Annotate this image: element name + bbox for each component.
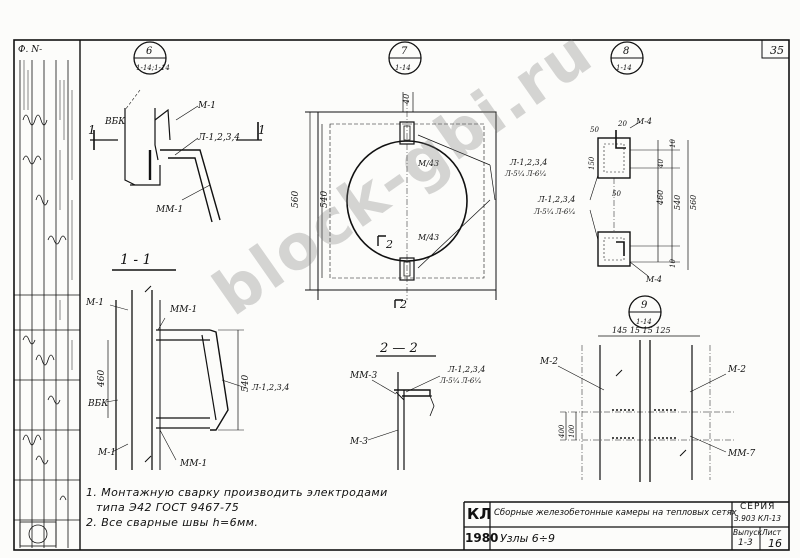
detail-8: 8 1-14 460 540 560 40 10 10 50 20 50 150… xyxy=(533,41,698,284)
detail-8-electrodes: Л-5¹⁄₄ Л-6¹⁄₄ xyxy=(533,208,575,216)
detail-7-weld-label: Л-1,2,3,4 xyxy=(509,158,547,167)
series-value: 3.903 КЛ-13 xyxy=(734,514,782,523)
detail-8-dim-560: 560 xyxy=(689,195,698,210)
detail-6-cut-mark-right: 1 xyxy=(258,123,266,137)
detail-7-dim-top: 40 xyxy=(402,94,411,105)
detail-9-ref: 1-14 xyxy=(636,318,652,326)
detail-8-dim-460: 460 xyxy=(656,190,665,206)
detail-8-dim-50-mid: 50 xyxy=(612,190,621,198)
detail-6-cut-mark-left: 1 xyxy=(88,123,96,137)
detail-7-ref: 1-14 xyxy=(395,64,411,72)
detail-8-ref: 1-14 xyxy=(616,64,632,72)
detail-6-m1-label: M-1 xyxy=(197,101,216,111)
detail-8-dim-20: 20 xyxy=(617,120,627,128)
detail-9-dim-100: 100 xyxy=(568,424,576,438)
detail-9-m2-right: M-2 xyxy=(727,365,746,375)
detail-6-mm1-label: MM-1 xyxy=(155,205,183,215)
note-line-3: 2. Все сварные швы h=6мм. xyxy=(86,516,259,529)
detail-7-dim-560: 560 xyxy=(291,191,301,208)
note-line-1: 1. Монтажную сварку производить электрод… xyxy=(86,486,388,499)
sheet-label: Лист xyxy=(762,528,782,537)
section-1-1-weld-label: Л-1,2,3,4 xyxy=(251,383,289,392)
page-number: 35 xyxy=(770,44,784,57)
note-line-2: типа Э42 ГОСТ 9467-75 xyxy=(96,501,240,514)
section-1-1-mm1-bottom: MM-1 xyxy=(179,459,207,469)
section-2-2: 2 — 2 Л-1,2,3,4 Л-5¹⁄₄ Л-6¹⁄₄ MM-3 M-3 xyxy=(349,341,485,470)
detail-7-number: 7 xyxy=(401,46,408,57)
detail-8-weld-label: Л-1,2,3,4 xyxy=(537,195,575,204)
title-block-grid xyxy=(463,501,789,550)
title-description: Сборные железобетонные камеры на тепловы… xyxy=(494,508,737,518)
detail-9-dim-top: 145 15 15 125 xyxy=(612,326,671,335)
detail-8-dim-150: 150 xyxy=(588,156,596,170)
detail-8-dim-10-top: 10 xyxy=(669,139,677,148)
detail-8-m4-bottom: M-4 xyxy=(645,275,662,284)
section-2-2-electrodes: Л-5¹⁄₄ Л-6¹⁄₄ xyxy=(439,377,481,385)
detail-6-weld-label: Л-1,2,3,4 xyxy=(197,133,240,143)
section-1-1-title: 1 - 1 xyxy=(120,252,151,268)
detail-6: 6 1-14;1-14 1 1 ВБК M-1 Л-1,2,3,4 MM-1 xyxy=(88,41,266,223)
detail-6-ref: 1-14;1-14 xyxy=(136,64,170,72)
section-2-2-title: 2 — 2 xyxy=(379,341,418,356)
section-2-2-m3-label: M-3 xyxy=(349,437,368,447)
sheet-frame xyxy=(13,39,790,551)
detail-7-hole-mark-top: M/43 xyxy=(417,159,439,168)
detail-8-lower-box xyxy=(597,231,631,267)
detail-7-dim-540: 540 xyxy=(320,191,330,208)
detail-9-dim-400: 400 xyxy=(558,424,566,439)
title-code: КЛ xyxy=(467,505,492,523)
detail-7: 7 1-14 560 540 40 M/43 M/43 2 2 Л-1,2,3,… xyxy=(291,41,547,311)
section-1-1-m1-top: M-1 xyxy=(85,298,104,308)
detail-7-cut-mark: 2 xyxy=(385,238,393,251)
detail-8-m4-top: M-4 xyxy=(635,117,652,126)
inventory-stamp: Ф. N- xyxy=(18,45,42,55)
section-1-1-m1-bottom: M-1 xyxy=(97,448,116,458)
approval-stamp xyxy=(14,60,80,548)
section-1-1-dim-540: 540 xyxy=(241,375,251,392)
detail-7-hole-mark-bottom: M/43 xyxy=(417,233,439,242)
section-1-1-mm1-top: MM-1 xyxy=(169,305,197,315)
detail-8-dim-40: 40 xyxy=(657,159,665,169)
section-1-1-vbk-label: ВБК xyxy=(87,399,109,409)
detail-6-number: 6 xyxy=(146,46,153,57)
section-1-1: 1 - 1 460 540 M-1 M-1 ВБК MM-1 MM-1 Л-1,… xyxy=(85,252,289,470)
title-year: 1980 xyxy=(465,531,499,545)
detail-8-dim-50-top: 50 xyxy=(590,126,599,134)
detail-7-electrodes: Л-5¹⁄₄ Л-6¹⁄₄ xyxy=(504,170,546,178)
detail-9: 9 1-14 145 15 15 125 400 100 M-2 M-2 MM-… xyxy=(539,295,755,482)
detail-6-vbk-label: ВБК xyxy=(104,117,126,127)
detail-7-cut-mark-bottom: 2 xyxy=(399,298,407,311)
issue-label: Выпуск xyxy=(733,528,763,537)
series-label: СЕРИЯ xyxy=(740,502,776,512)
detail-8-dim-10-bottom: 10 xyxy=(669,259,677,268)
section-2-2-weld-label: Л-1,2,3,4 xyxy=(447,365,485,374)
section-1-1-dim-460: 460 xyxy=(97,370,107,388)
section-2-2-mm3-label: MM-3 xyxy=(349,371,377,381)
detail-8-dim-540: 540 xyxy=(673,195,682,210)
detail-8-number: 8 xyxy=(623,46,629,57)
issue-value: 1-3 xyxy=(738,538,753,548)
detail-9-number: 9 xyxy=(641,300,648,311)
detail-9-mm7-label: MM-7 xyxy=(727,449,755,459)
page-number-box xyxy=(761,39,790,59)
title-subject: Узлы 6÷9 xyxy=(500,532,555,545)
detail-9-m2-left: M-2 xyxy=(539,357,558,367)
sheet-value: 16 xyxy=(768,537,782,550)
